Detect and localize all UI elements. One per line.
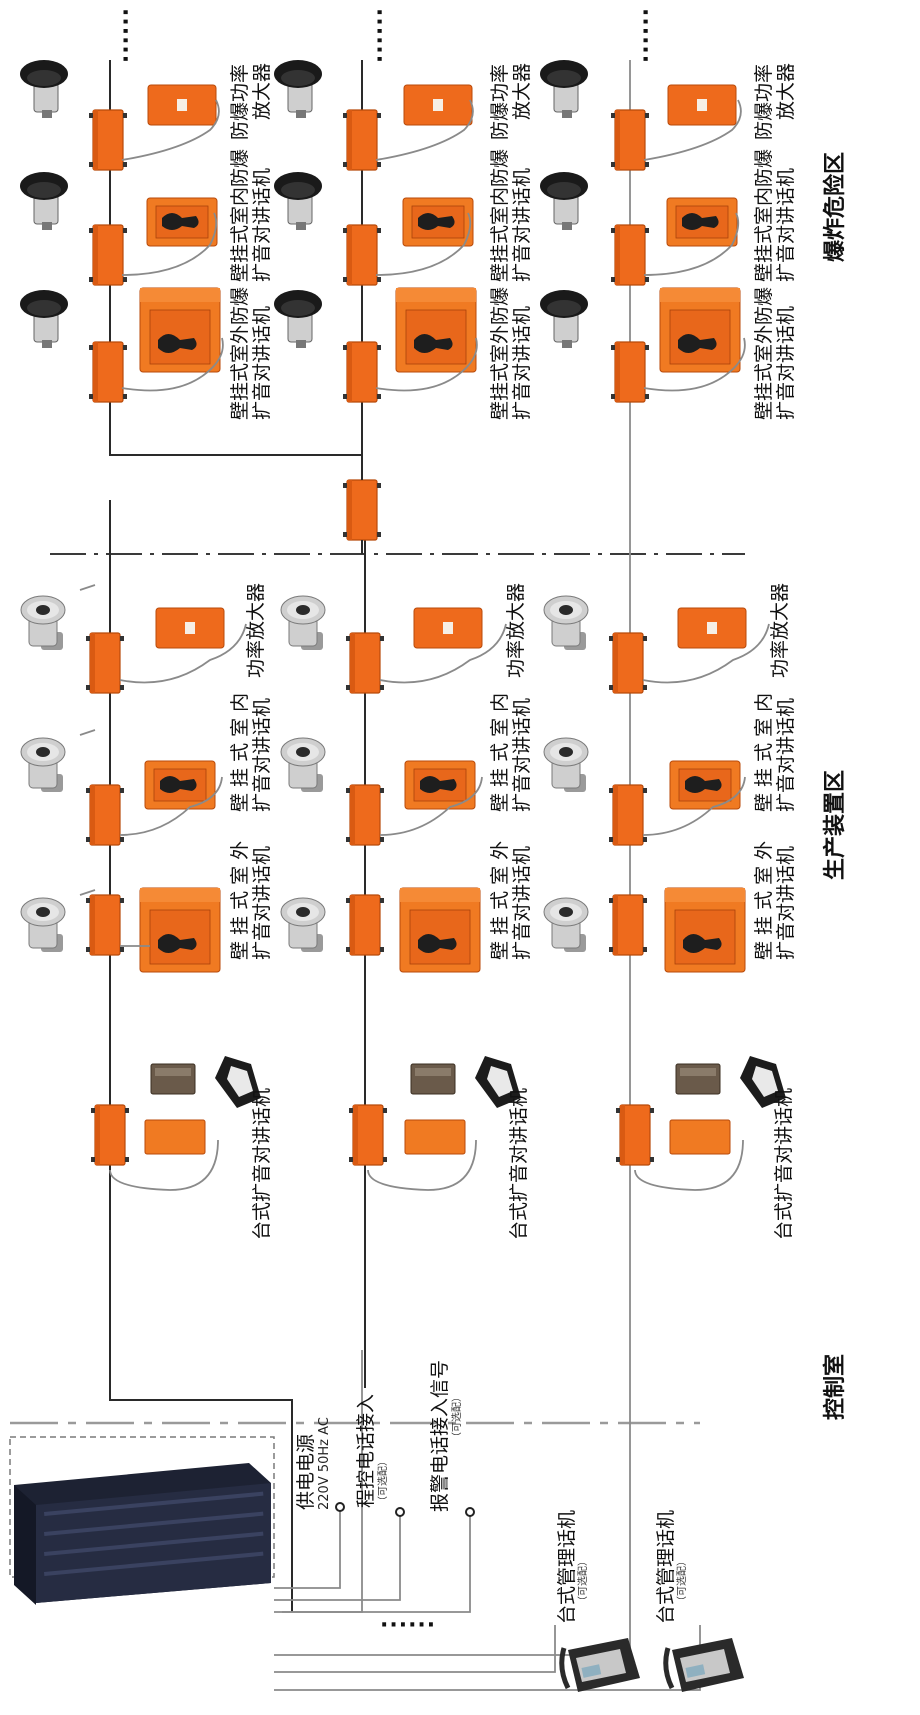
svg-text:扩音对讲话机: 扩音对讲话机 — [775, 306, 797, 420]
ellipsis-ex-1: ······ — [112, 8, 137, 64]
wire-main-1 — [109, 1388, 293, 1612]
ellipsis-control: ······ — [380, 1613, 436, 1638]
svg-text:壁 挂 式 室 外: 壁 挂 式 室 外 — [753, 841, 775, 960]
svg-text:壁挂式室外防爆: 壁挂式室外防爆 — [489, 287, 511, 420]
production-column-2 — [280, 500, 522, 1388]
svg-text:扩音对讲话机: 扩音对讲话机 — [511, 168, 533, 282]
svg-text:壁 挂 式 室 外: 壁 挂 式 室 外 — [229, 841, 251, 960]
svg-text:扩音对讲话机: 扩音对讲话机 — [775, 168, 797, 282]
label-outdoor-2: 壁 挂 式 室 外 扩音对讲话机 — [489, 841, 533, 960]
label-outdoor-1: 壁 挂 式 室 外 扩音对讲话机 — [229, 841, 273, 960]
desk-mgmt-phone — [666, 1638, 744, 1692]
label-desk-intercom-1: 台式扩音对讲话机 — [251, 1088, 273, 1240]
label-desk-intercom-2: 台式扩音对讲话机 — [508, 1088, 530, 1240]
svg-text:扩音对讲话机: 扩音对讲话机 — [251, 168, 273, 282]
wire-alarm — [274, 1516, 471, 1613]
zone-production: 生产装置区 — [823, 770, 848, 880]
label-ex-outdoor-1: 壁挂式室外防爆 扩音对讲话机 — [229, 287, 273, 420]
svg-text:扩音对讲话机: 扩音对讲话机 — [511, 846, 533, 960]
label-ex-amp-3: 防爆功率 放大器 — [753, 63, 797, 140]
wire-mgmt-2 — [274, 1625, 701, 1691]
explosion-column-2 — [273, 59, 478, 480]
label-indoor-3: 壁 挂 式 室 内 扩音对讲话机 — [753, 693, 797, 812]
wire-mgmt-1 — [274, 1625, 556, 1673]
svg-text:壁挂式室内防爆: 壁挂式室内防爆 — [753, 149, 775, 282]
label-ex-indoor-2: 壁挂式室内防爆 扩音对讲话机 — [489, 149, 533, 282]
svg-text:防爆功率: 防爆功率 — [753, 64, 775, 140]
alarm-opt: （可选配） — [450, 1392, 463, 1442]
svg-text:放大器: 放大器 — [251, 63, 273, 120]
label-ex-amp-2: 防爆功率 放大器 — [489, 63, 533, 140]
mgmt-phone-label-1: 台式管理话机 — [556, 1510, 578, 1624]
phone-in-opt: （可选配） — [376, 1456, 389, 1506]
explosion-column-3 — [539, 59, 746, 403]
phone-in-label: 程控电话接入 — [355, 1394, 377, 1508]
svg-text:扩音对讲话机: 扩音对讲话机 — [251, 846, 273, 960]
label-desk-intercom-3: 台式扩音对讲话机 — [773, 1088, 795, 1240]
label-indoor-2: 壁 挂 式 室 内 扩音对讲话机 — [489, 693, 533, 812]
alarm-label: 报警电话接入信号 — [429, 1360, 451, 1512]
label-amp-1: 功率放大器 — [245, 583, 267, 678]
label-ex-indoor-1: 壁挂式室内防爆 扩音对讲话机 — [229, 149, 273, 282]
label-ex-outdoor-3: 壁挂式室外防爆 扩音对讲话机 — [753, 287, 797, 420]
svg-text:扩音对讲话机: 扩音对讲话机 — [775, 698, 797, 812]
label-ex-amp-1: 防爆功率 放大器 — [229, 63, 273, 140]
wire-phone-in — [274, 1516, 401, 1601]
power-spec: 220V 50Hz AC — [317, 1417, 332, 1510]
svg-text:扩音对讲话机: 扩音对讲话机 — [251, 306, 273, 420]
wire-power — [274, 1510, 341, 1589]
production-column-3 — [543, 60, 787, 1350]
svg-text:放大器: 放大器 — [775, 63, 797, 120]
svg-text:壁挂式室内防爆: 壁挂式室内防爆 — [229, 149, 251, 282]
label-amp-3: 功率放大器 — [769, 583, 791, 678]
ellipsis-ex-3: ······ — [632, 8, 657, 64]
svg-text:壁 挂 式 室 内: 壁 挂 式 室 内 — [753, 693, 775, 812]
label-ex-outdoor-2: 壁挂式室外防爆 扩音对讲话机 — [489, 287, 533, 420]
mgmt-phone-opt-2: （可选配） — [675, 1556, 688, 1606]
mgmt-phone-opt-1: （可选配） — [576, 1556, 589, 1606]
zone-control-room: 控制室 — [822, 1354, 848, 1420]
svg-text:扩音对讲话机: 扩音对讲话机 — [511, 698, 533, 812]
label-ex-indoor-3: 壁挂式室内防爆 扩音对讲话机 — [753, 149, 797, 282]
svg-text:壁挂式室内防爆: 壁挂式室内防爆 — [489, 149, 511, 282]
connector-dot — [335, 1502, 345, 1512]
ellipsis-ex-2: ······ — [366, 8, 391, 64]
ex-main-junction — [342, 479, 382, 541]
svg-text:放大器: 放大器 — [511, 63, 533, 120]
svg-text:壁挂式室外防爆: 壁挂式室外防爆 — [229, 287, 251, 420]
svg-text:扩音对讲话机: 扩音对讲话机 — [511, 306, 533, 420]
connector-dot — [395, 1507, 405, 1517]
explosion-column-1 — [19, 59, 224, 403]
svg-text:扩音对讲话机: 扩音对讲话机 — [775, 846, 797, 960]
production-column-1 — [20, 500, 262, 1388]
svg-text:防爆功率: 防爆功率 — [489, 64, 511, 140]
connector-dot — [465, 1507, 475, 1517]
svg-text:壁 挂 式 室 内: 壁 挂 式 室 内 — [229, 693, 251, 812]
label-indoor-1: 壁 挂 式 室 内 扩音对讲话机 — [229, 693, 273, 812]
svg-text:壁 挂 式 室 内: 壁 挂 式 室 内 — [489, 693, 511, 812]
power-label: 供电电源 — [295, 1434, 317, 1510]
svg-text:防爆功率: 防爆功率 — [229, 64, 251, 140]
svg-text:壁挂式室外防爆: 壁挂式室外防爆 — [753, 287, 775, 420]
label-outdoor-3: 壁 挂 式 室 外 扩音对讲话机 — [753, 841, 797, 960]
mgmt-phone-label-2: 台式管理话机 — [655, 1510, 677, 1624]
control-host-rack — [14, 1463, 271, 1605]
svg-text:壁 挂 式 室 外: 壁 挂 式 室 外 — [489, 841, 511, 960]
zone-explosion: 爆炸危险区 — [822, 152, 848, 262]
svg-text:扩音对讲话机: 扩音对讲话机 — [251, 698, 273, 812]
label-amp-2: 功率放大器 — [505, 583, 527, 678]
desk-mgmt-phone — [562, 1638, 640, 1692]
